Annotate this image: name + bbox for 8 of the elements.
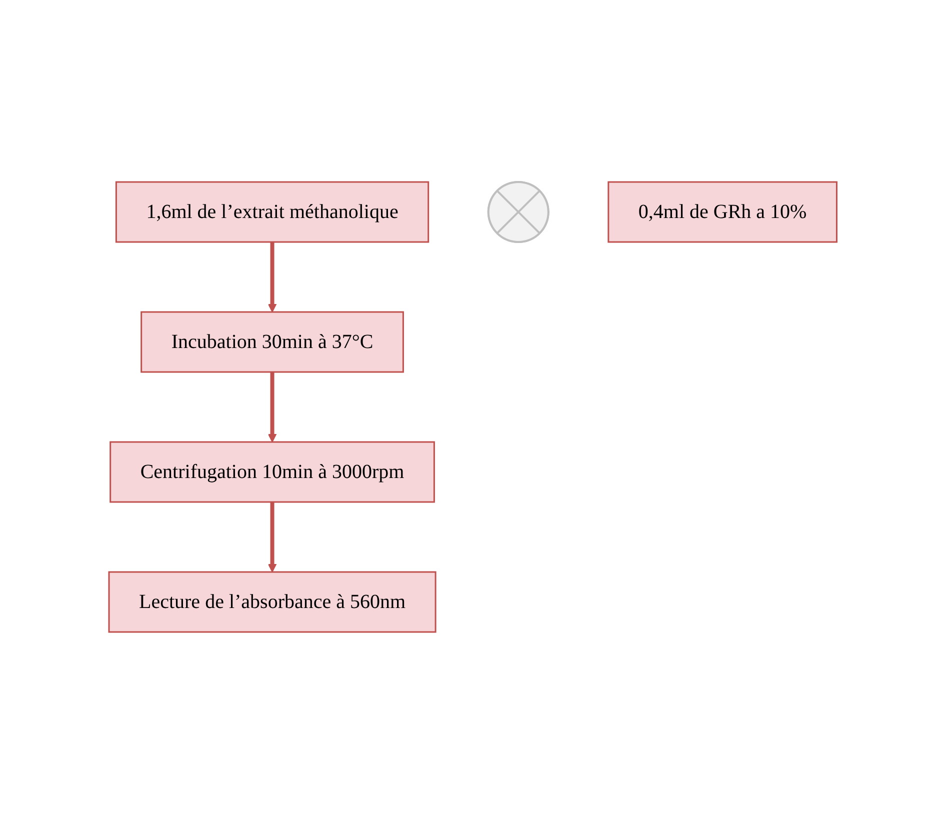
node-box: Incubation 30min à 37°C xyxy=(140,311,404,373)
node-box: Lecture de l’absorbance à 560nm xyxy=(108,571,436,633)
node-box: Centrifugation 10min à 3000rpm xyxy=(110,441,436,503)
arrow xyxy=(268,372,277,442)
node-box: 1,6ml de l’extrait méthanolique xyxy=(116,181,430,243)
arrow xyxy=(268,242,277,312)
node-box: 0,4ml de GRh a 10% xyxy=(608,181,838,243)
arrow xyxy=(268,502,277,572)
